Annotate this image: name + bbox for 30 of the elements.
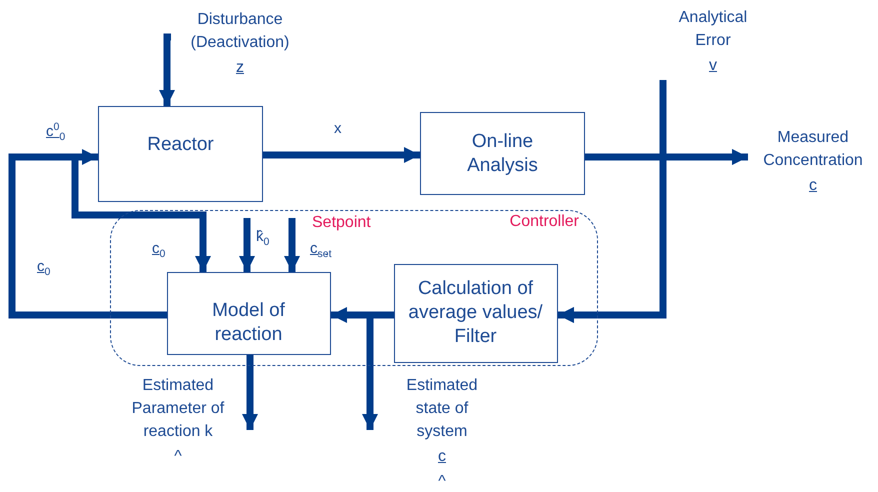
signal-label: Estimated Parameter of reaction k [130, 376, 226, 442]
edge-label: c$_{set}$ [310, 240, 332, 262]
signal-label: ^ [174, 447, 182, 467]
signal-label: c [438, 447, 446, 467]
arrow [284, 218, 300, 272]
process-box [394, 264, 558, 362]
edge-label: c$_{0}$ [152, 240, 166, 262]
arrow [239, 218, 255, 272]
edge-label: x [334, 120, 342, 138]
arrow [263, 147, 420, 163]
process-box [166, 272, 330, 354]
box-label: Model of reaction [211, 298, 286, 346]
setpoint-label: Setpoint [312, 214, 371, 232]
group-title: Controller [510, 213, 579, 231]
edge-label: c$_{0}$ [37, 258, 50, 280]
dashed-group-box [110, 210, 598, 366]
process-box [98, 106, 263, 202]
signal-label: v [709, 56, 717, 76]
arrow [242, 355, 258, 430]
signal-label: ^ [438, 472, 446, 492]
box-label: On-line Analysis [466, 130, 539, 178]
signal-label: z [236, 58, 244, 78]
edge-label: k̂$_{0}$ [256, 228, 270, 250]
box-label: Reactor [147, 133, 214, 157]
process-box [420, 112, 585, 195]
arrow [159, 34, 175, 106]
arrow [8, 149, 167, 318]
box-label: Calculation of average values/ Filter [407, 277, 544, 349]
signal-label: c [809, 176, 817, 196]
signal-label: Disturbance (Deactivation) [190, 10, 290, 53]
